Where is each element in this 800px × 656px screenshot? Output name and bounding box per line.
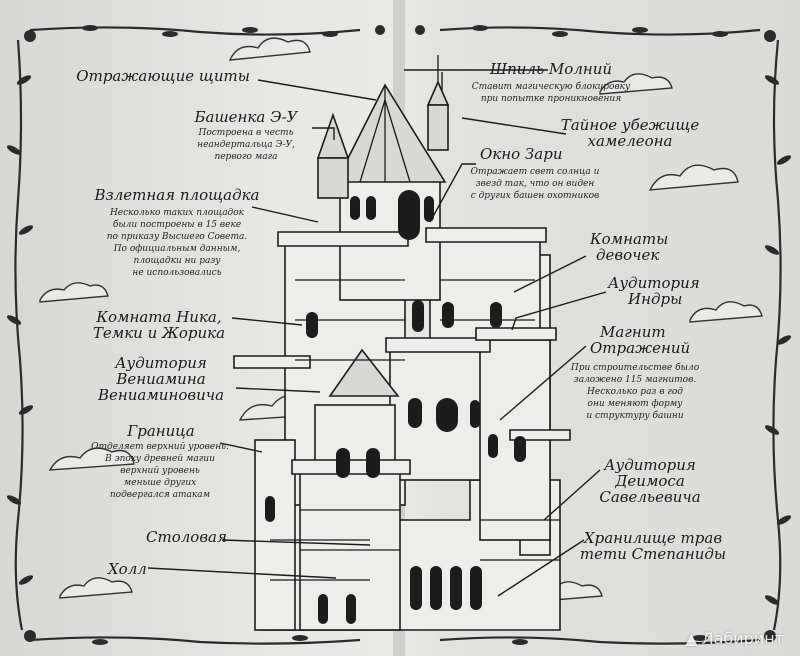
vine-leaves: [6, 25, 792, 645]
note-border-1: Отделяет верхний уровень.: [91, 442, 229, 452]
note-tower-eu-1: Построена в честь: [198, 128, 294, 138]
note-magnet-5: и структуру башни: [586, 411, 684, 421]
label-dawn-window: Окно Зари: [480, 145, 563, 163]
note-dawn-1: Отражает свет солнца и: [470, 167, 600, 177]
label-auditorium-deimos-3: Савельевича: [599, 488, 701, 506]
label-herb-storage-1: Хранилище трав: [583, 529, 723, 547]
label-landing-pad: Взлетная площадка: [94, 186, 260, 204]
label-auditorium-veniamin-1: Аудитория: [115, 354, 207, 372]
note-dawn-3: с других башен охотников: [470, 191, 600, 201]
castle-details: [270, 55, 560, 581]
note-landing-6: не использовались: [132, 268, 222, 278]
label-auditorium-deimos-2: Деимоса: [615, 472, 685, 490]
note-spire-2: при попытке проникновения: [480, 94, 622, 104]
label-girls-rooms-1: Комнаты: [590, 230, 669, 248]
label-border: Граница: [127, 422, 195, 440]
castle-battlements: [233, 227, 571, 475]
label-auditorium-indra-1: Аудитория: [608, 274, 700, 292]
label-room-nik-2: Темки и Жорика: [92, 324, 226, 342]
note-magnet-1: При строительстве было: [570, 363, 700, 373]
label-girls-rooms-2: девочек: [596, 246, 660, 264]
note-landing-2: были построены в 15 веке: [112, 220, 242, 230]
note-tower-eu-2: неандертальца Э-У,: [197, 140, 295, 150]
note-border-2: В эпоху древней магии: [105, 454, 215, 464]
labyrinth-logo-icon: ▲: [685, 629, 698, 648]
note-landing-1: Несколько таких площадок: [109, 208, 245, 218]
watermark: ▲ Лабиринт: [685, 629, 784, 648]
note-magnet-3: Несколько раз в год: [587, 387, 683, 397]
label-auditorium-deimos-1: Аудитория: [604, 456, 696, 474]
label-herb-storage-2: тети Степаниды: [579, 545, 727, 563]
note-magnet-2: заложено 115 магнитов.: [573, 375, 697, 385]
note-spire-1: Ставит магическую блокировку: [471, 82, 631, 92]
castle: [254, 179, 561, 631]
note-border-5: подвергался атакам: [109, 490, 211, 500]
note-border-4: меньше других: [123, 478, 197, 488]
vine-border: [14, 26, 782, 645]
label-hideout-1: Тайное убежище: [560, 116, 700, 134]
label-hall: Холл: [108, 560, 147, 578]
castle-windows: [265, 190, 526, 624]
note-dawn-2: звезд так, что он виден: [475, 179, 595, 189]
label-lightning-spire: Шпиль Молний: [490, 60, 613, 78]
note-landing-3: по приказу Высшего Совета.: [106, 232, 248, 242]
note-magnet-4: они меняют форму: [587, 399, 683, 409]
label-magnet-2: Отражений: [590, 339, 691, 357]
label-auditorium-veniamin-2: Вениамина: [116, 370, 206, 388]
watermark-text: Лабиринт: [701, 629, 784, 648]
leader-lines: [147, 69, 607, 597]
label-room-nik-1: Комната Ника,: [96, 308, 222, 326]
label-dining-hall: Столовая: [146, 528, 227, 546]
label-magnet-1: Магнит: [600, 323, 666, 341]
clouds: [39, 37, 763, 603]
note-tower-eu-3: первого мага: [214, 152, 278, 162]
note-landing-4: По официальным данным,: [113, 244, 241, 254]
note-landing-5: площадки ни разу: [133, 256, 221, 266]
label-auditorium-veniamin-3: Вениаминовича: [97, 386, 225, 404]
label-hideout-2: хамелеона: [587, 132, 673, 150]
label-tower-eu: Башенка Э-У: [194, 108, 298, 126]
label-reflecting-shields: Отражающие щиты: [76, 67, 250, 85]
label-auditorium-indra-2: Индры: [628, 290, 683, 308]
note-border-3: верхний уровень: [120, 466, 200, 476]
castle-roofs: [316, 79, 450, 397]
